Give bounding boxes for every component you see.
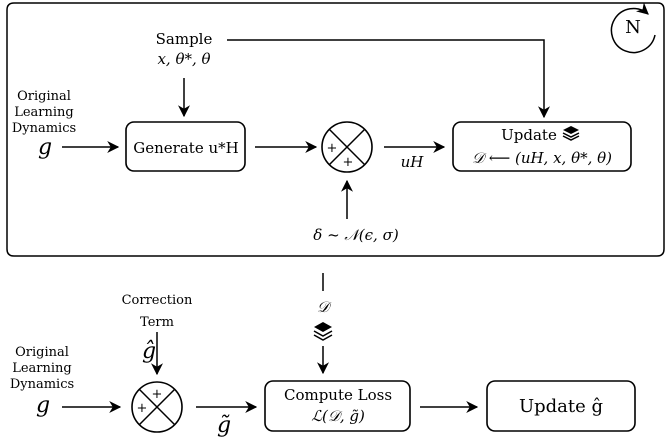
correction-line-2: Term	[140, 315, 174, 330]
compute-loss-box	[264, 380, 411, 432]
sum-junction-top: + +	[321, 121, 373, 173]
update-ghat-box	[486, 380, 636, 432]
sum-sign-bottom: +	[343, 155, 354, 170]
update-box	[452, 121, 632, 172]
loop-count: N	[625, 17, 641, 38]
original-dynamics-bottom-line-3: Dynamics	[10, 377, 74, 392]
generate-box	[125, 121, 246, 172]
loop-indicator: N	[610, 2, 656, 54]
sum-sign-top: +	[152, 387, 163, 402]
noise-label: δ ~ 𝒩(ϵ, σ)	[313, 226, 399, 244]
g-tilde-label: g̃	[217, 413, 231, 438]
database-icon-bottom	[313, 322, 333, 341]
sample-to-update-arrow	[227, 39, 550, 119]
original-dynamics-line-3: Dynamics	[12, 121, 76, 136]
sample-label: Sample	[156, 30, 213, 48]
uH-label: uH	[401, 153, 425, 171]
original-dynamics-line-2: Learning	[14, 105, 74, 120]
update-ghat-label: Update ĝ	[519, 396, 603, 417]
update-formula: 𝒟 ⟵ (uH, x, θ*, θ)	[472, 149, 612, 167]
sum-junction-bottom: + +	[131, 381, 183, 433]
correction-line-1: Correction	[122, 293, 193, 308]
original-dynamics-bottom-line-1: Original	[15, 345, 69, 360]
sum-sign-left: +	[327, 141, 338, 156]
database-icon-top	[562, 126, 580, 141]
g-symbol-top: g	[38, 135, 52, 160]
generate-label: Generate u*H	[133, 139, 238, 157]
g-symbol-bottom: g	[36, 393, 50, 418]
compute-loss-label: Compute Loss	[284, 386, 392, 404]
loop-frame	[6, 2, 665, 257]
original-dynamics-line-1: Original	[17, 89, 71, 104]
sample-vars: x, θ*, θ	[157, 50, 210, 68]
loss-formula: ℒ(𝒟, g̃)	[311, 407, 365, 425]
dataset-symbol: 𝒟	[317, 298, 332, 316]
g-hat-symbol: ĝ	[142, 339, 156, 364]
update-label: Update	[501, 126, 557, 144]
sum-sign-left-bottom: +	[137, 401, 148, 416]
original-dynamics-bottom-line-2: Learning	[12, 361, 72, 376]
